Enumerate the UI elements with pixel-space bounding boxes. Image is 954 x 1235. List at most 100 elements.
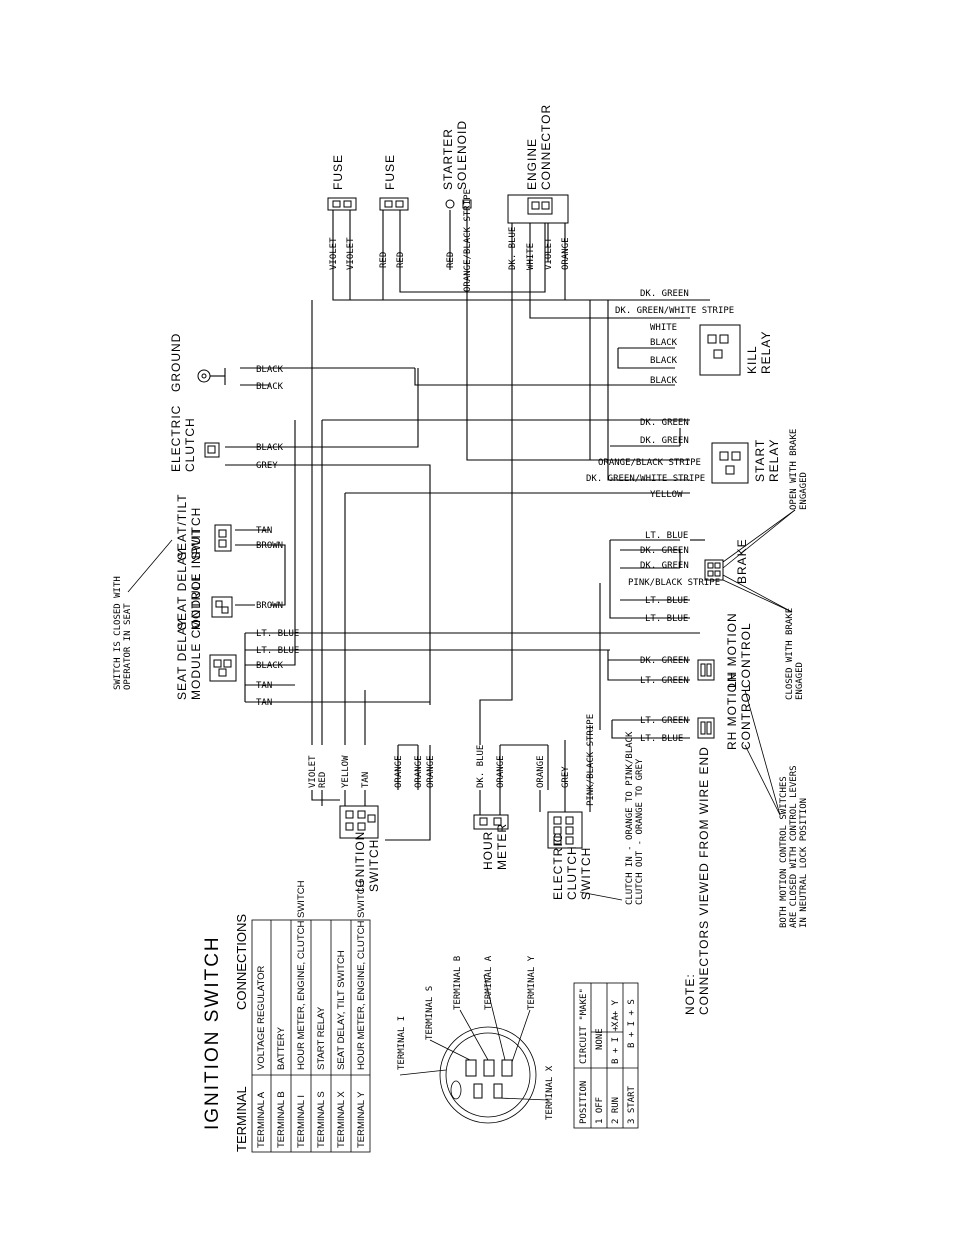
wire-labels-bottom: VIOLET RED YELLOW TAN ORANGE ORANGE ORAN…: [308, 714, 596, 806]
wire-label: BROWN: [256, 601, 283, 611]
electric-clutch-label-2: CLUTCH: [183, 417, 197, 472]
clutch-switch-symbol: [547, 811, 583, 849]
wire-label: DK. GREEN: [640, 289, 689, 299]
table-cell: B + I + S: [627, 999, 637, 1048]
svg-text:BOTH MOTION CONTROL SWITCHES: BOTH MOTION CONTROL SWITCHES: [779, 776, 789, 928]
svg-text:ENGAGED: ENGAGED: [795, 662, 805, 700]
ignition-switch-symbol: [339, 805, 379, 839]
lh-motion-label-1: LH MOTION: [725, 612, 739, 688]
svg-text:CLUTCH IN - ORANGE TO PINK/BLA: CLUTCH IN - ORANGE TO PINK/BLACK: [625, 731, 635, 905]
engine-connector-symbol: [507, 194, 569, 224]
wire-label: ORANGE: [561, 237, 571, 270]
wire-label: WHITE: [650, 323, 677, 333]
svg-text:IN NEUTRAL LOCK POSITION: IN NEUTRAL LOCK POSITION: [799, 798, 809, 928]
wire-label: VIOLET: [329, 237, 339, 270]
svg-text:SWITCH IS CLOSED WITH: SWITCH IS CLOSED WITH: [113, 576, 123, 690]
svg-text:CLUTCH OUT - ORANGE TO GREY: CLUTCH OUT - ORANGE TO GREY: [635, 758, 645, 905]
clutch-in-out-note: CLUTCH IN - ORANGE TO PINK/BLACK CLUTCH …: [579, 731, 645, 905]
wire-label: RED: [446, 252, 456, 268]
wire-label: ORANGE: [414, 755, 424, 788]
table-cell: TERMINAL A: [256, 1091, 267, 1148]
table-cell: HOUR METER, ENGINE, CLUTCH SWITCH: [356, 880, 367, 1070]
svg-text:CLOSED WITH BRAKE: CLOSED WITH BRAKE: [785, 608, 795, 700]
wire-label: DK. GREEN: [640, 436, 689, 446]
svg-text:NOTE:: NOTE:: [683, 973, 697, 1015]
seat-delay-input-symbol: [211, 596, 233, 618]
table-title: IGNITION SWITCH: [202, 935, 223, 1130]
start-relay-label-2: RELAY: [767, 439, 781, 482]
rh-motion-symbol: [697, 717, 715, 739]
terminal-x-label: TERMINAL X: [545, 1065, 555, 1120]
wire-label: GREY: [256, 461, 278, 471]
svg-text:ARE CLOSED WITH CONTROL LEVERS: ARE CLOSED WITH CONTROL LEVERS: [789, 765, 799, 928]
wire-label: YELLOW: [650, 490, 683, 500]
wire-label: DK. GREEN: [640, 418, 689, 428]
wire-end-note: NOTE: CONNECTORS VIEWED FROM WIRE END: [683, 746, 711, 1015]
wire-label: LT. GREEN: [640, 676, 689, 686]
wire-label: BLACK: [256, 661, 284, 671]
seat-closed-note: SWITCH IS CLOSED WITH OPERATOR IN SEAT: [113, 539, 173, 690]
fuse-2-symbol: [379, 197, 409, 211]
seat-delay-input-label-1: SEAT DELAY: [175, 548, 189, 630]
motion-closed-note: BOTH MOTION CONTROL SWITCHES ARE CLOSED …: [744, 689, 809, 928]
ground-symbol: [197, 369, 211, 383]
terminal-i-label: TERMINAL I: [397, 1016, 407, 1070]
wire-labels-right: DK. GREEN DK. GREEN/WHITE STRIPE WHITE B…: [586, 289, 734, 744]
kill-relay-label-1: KILL: [745, 345, 759, 374]
wire-label: ORANGE: [536, 755, 546, 788]
seat-delay-control-label-1: SEAT DELAY: [175, 618, 189, 700]
brake-switch-symbol: [704, 559, 724, 581]
rh-motion-label-2: CONTROL: [739, 684, 753, 750]
clutch-switch-label-3: SWITCH: [579, 847, 593, 900]
ignition-switch-table: IGNITION SWITCH TERMINAL CONNECTIONS TER…: [202, 880, 371, 1153]
engine-connector-label-2: CONNECTOR: [539, 104, 553, 190]
table-cell: VOLTAGE REGULATOR: [256, 966, 267, 1070]
wire-label: TAN: [256, 681, 272, 691]
ignition-switch-label-1: IGNITION: [353, 831, 367, 892]
rh-motion-label-1: RH MOTION: [725, 672, 739, 750]
seat-delay-input-label-2: MODULE INPUT: [189, 527, 203, 630]
fuse-1-symbol: [327, 197, 357, 211]
table-cell: HOUR METER, ENGINE, CLUTCH SWITCH: [296, 880, 307, 1070]
wire-label: LT. BLUE: [256, 629, 299, 639]
seat-delay-control-symbol: [209, 654, 237, 682]
seat-tilt-label-1: SEAT/TILT: [175, 493, 189, 560]
seat-tilt-label-2: SWITCH: [189, 507, 203, 560]
table-cell: CIRCUIT "MAKE": [579, 988, 589, 1064]
wire-label: LT. BLUE: [645, 596, 688, 606]
table-cell: 1 OFF: [595, 1097, 605, 1124]
ignition-switch-face: TERMINAL I TERMINAL S TERMINAL B TERMINA…: [397, 955, 555, 1124]
wire-label: ORANGE: [394, 755, 404, 788]
wire-label: ORANGE: [426, 755, 436, 788]
table-cell: TERMINAL X: [336, 1091, 347, 1148]
wire-label: GREY: [561, 766, 571, 788]
position-circuit-table: POSITION CIRCUIT "MAKE" 1 OFF NONE 2 RUN…: [573, 982, 639, 1129]
wire-label: DK. GREEN/WHITE STRIPE: [615, 306, 734, 316]
electric-clutch-label-1: ELECTRIC: [169, 405, 183, 472]
table-cell: START RELAY: [316, 1006, 327, 1070]
wire-label: RED: [396, 252, 406, 268]
hour-meter-label-1: HOUR: [481, 831, 495, 870]
wire-label: DK. GREEN/WHITE STRIPE: [586, 474, 705, 484]
wire-label: PINK/BLACK STRIPE: [586, 714, 596, 806]
terminal-a-label: TERMINAL A: [484, 955, 494, 1010]
wire-label: TAN: [361, 772, 371, 788]
brake-open-note: OPEN WITH BRAKE ENGAGED: [722, 429, 809, 569]
table-header-connections: CONNECTIONS: [234, 914, 249, 1010]
lh-motion-label-2: CONTROL: [739, 622, 753, 688]
wire-label: DK. GREEN: [640, 546, 689, 556]
table-cell: 2 RUN: [611, 1097, 621, 1124]
wire-label: LT. BLUE: [645, 614, 688, 624]
terminal-s-label: TERMINAL S: [425, 986, 435, 1040]
table-cell: TERMINAL Y: [356, 1091, 367, 1148]
wire-label: YELLOW: [341, 755, 351, 788]
wire-label: DK. GREEN: [640, 561, 689, 571]
wire-label: RED: [379, 252, 389, 268]
starter-solenoid-symbol: [445, 199, 472, 209]
table-cell: SEAT DELAY, TILT SWITCH: [336, 950, 347, 1070]
starter-solenoid-label-2: SOLENOID: [455, 120, 469, 190]
wire-label: BLACK: [650, 338, 678, 348]
hour-meter-label-2: METER: [495, 823, 509, 870]
wire-label: DK. BLUE: [508, 227, 518, 270]
